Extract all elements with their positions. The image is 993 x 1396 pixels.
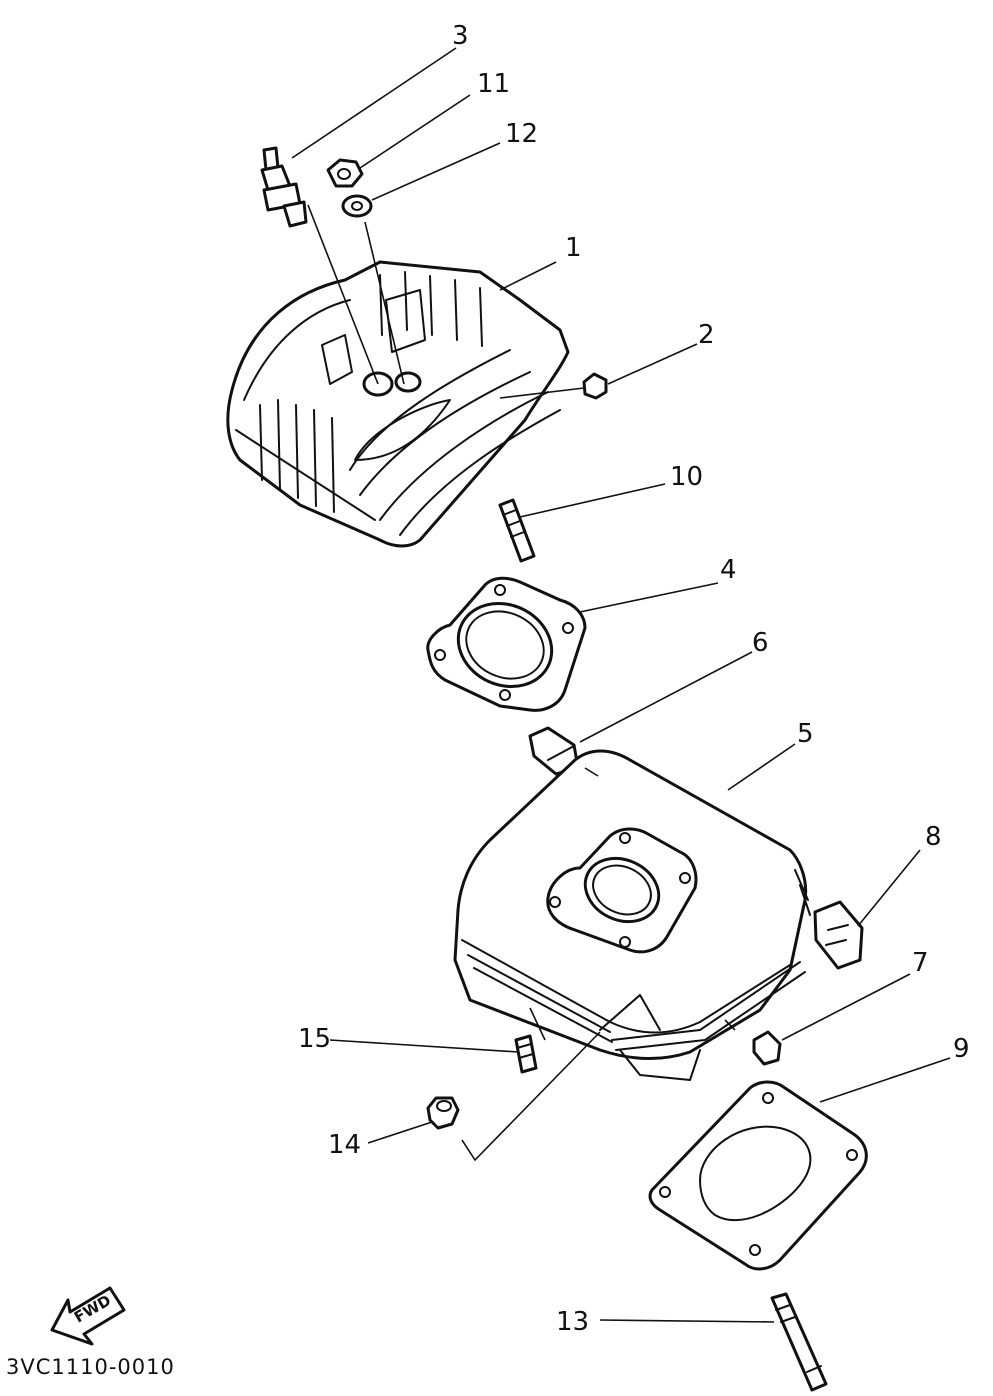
callout-13: 13 <box>556 1307 589 1337</box>
callout-10: 10 <box>670 462 703 492</box>
flange-nut <box>426 1096 460 1130</box>
drain-nut <box>582 372 608 400</box>
short-stud <box>514 1034 538 1074</box>
fwd-arrow: FWD <box>50 1286 126 1346</box>
head-gasket <box>426 576 587 712</box>
spark-plug <box>260 146 308 228</box>
callout-2: 2 <box>698 320 715 350</box>
cylinder-head <box>226 260 570 548</box>
callout-6: 6 <box>752 628 769 658</box>
callout-11: 11 <box>477 69 510 99</box>
callout-9: 9 <box>953 1034 970 1064</box>
callout-8: 8 <box>925 822 942 852</box>
callout-3: 3 <box>452 21 469 51</box>
stud-bolt-long <box>770 1292 828 1392</box>
callout-5: 5 <box>797 719 814 749</box>
plug <box>752 1030 782 1066</box>
callout-7: 7 <box>912 948 929 978</box>
drawing-code: 3VC1110-0010 <box>6 1355 175 1379</box>
callout-labels: 3 11 12 1 2 10 4 6 5 8 7 9 15 14 13 <box>298 21 970 1337</box>
stud-bolt <box>498 498 536 563</box>
leader-lines <box>291 47 951 1323</box>
callout-14: 14 <box>328 1130 361 1160</box>
nut <box>326 158 364 188</box>
callout-12: 12 <box>505 119 538 149</box>
callout-1: 1 <box>565 233 582 263</box>
callout-15: 15 <box>298 1024 331 1054</box>
washer <box>341 194 373 218</box>
base-gasket <box>648 1080 868 1271</box>
damper <box>813 900 864 970</box>
callout-4: 4 <box>720 555 737 585</box>
cylinder <box>453 749 811 1081</box>
